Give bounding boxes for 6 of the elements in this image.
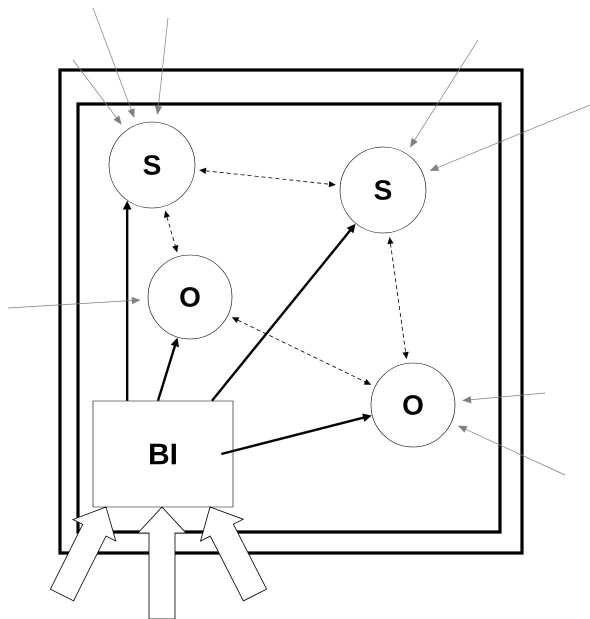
circle-node: S	[340, 146, 426, 234]
circle-node: O	[148, 254, 232, 340]
circle-node: O	[370, 362, 456, 448]
circle-node: S	[108, 122, 196, 208]
process-box: BI	[92, 400, 234, 508]
block-arrow	[137, 506, 187, 619]
